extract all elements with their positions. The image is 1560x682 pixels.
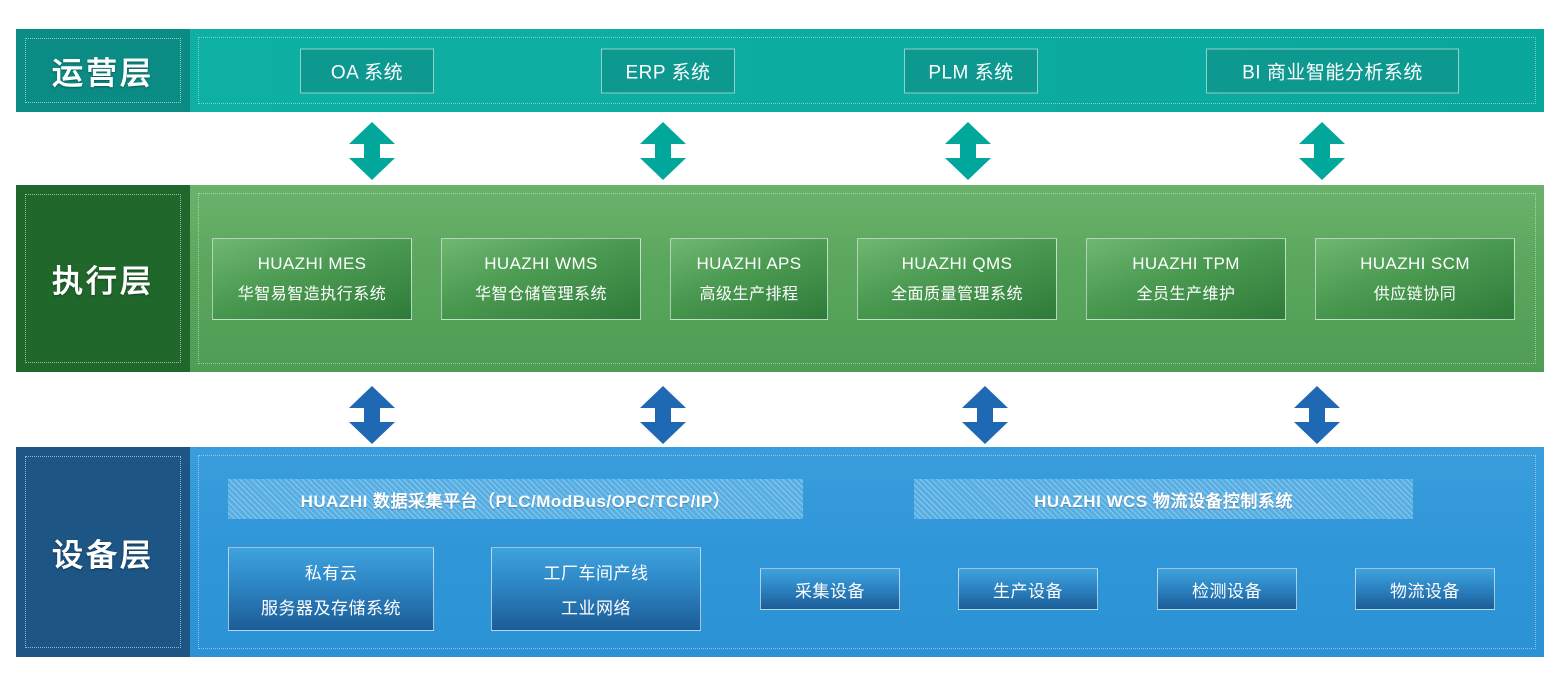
operations-system-box[interactable]: OA 系统 xyxy=(300,48,434,93)
upper-connector-arrow-icon xyxy=(1299,122,1345,180)
execution-module-box[interactable]: HUAZHI QMS 全面质量管理系统 xyxy=(857,237,1057,320)
device-platform-banner[interactable]: HUAZHI WCS 物流设备控制系统 xyxy=(914,479,1413,519)
device-equipment-label: 采集设备 xyxy=(795,581,865,601)
device-platform-banner[interactable]: HUAZHI 数据采集平台（PLC/ModBus/OPC/TCP/IP） xyxy=(228,479,803,519)
device-equipment-box[interactable]: 工厂车间产线工业网络 xyxy=(491,547,701,631)
execution-module-name-en: HUAZHI MES xyxy=(257,253,367,273)
operations-system-label: OA 系统 xyxy=(330,62,404,83)
execution-module-box[interactable]: HUAZHI MES 华智易智造执行系统 xyxy=(212,237,412,320)
operations-system-label: ERP 系统 xyxy=(625,62,711,83)
execution-module-name-cn: 高级生产排程 xyxy=(699,285,799,303)
upper-connector-arrow-icon xyxy=(349,122,395,180)
operations-system-box[interactable]: BI 商业智能分析系统 xyxy=(1206,48,1459,93)
device-layer-title: 设备层 xyxy=(52,537,154,573)
device-layer-body: HUAZHI 数据采集平台（PLC/ModBus/OPC/TCP/IP） HUAZ… xyxy=(190,447,1544,657)
device-platform-banner-label: HUAZHI WCS 物流设备控制系统 xyxy=(1034,491,1293,511)
operations-system-label: BI 商业智能分析系统 xyxy=(1242,62,1423,83)
upper-connector-arrow-icon xyxy=(945,122,991,180)
upper-connector-arrow-icon xyxy=(640,122,686,180)
device-equipment-label: 工厂车间产线 xyxy=(543,564,649,583)
execution-module-box[interactable]: HUAZHI WMS 华智仓储管理系统 xyxy=(441,237,641,320)
operations-layer-header: 运营层 xyxy=(16,29,190,112)
operations-system-box[interactable]: PLM 系统 xyxy=(904,48,1038,93)
device-equipment-box[interactable]: 物流设备 xyxy=(1355,568,1495,610)
device-equipment-box[interactable]: 采集设备 xyxy=(760,568,900,610)
lower-connector-arrow-icon xyxy=(640,386,686,444)
device-equipment-label: 生产设备 xyxy=(993,581,1063,601)
operations-system-box[interactable]: ERP 系统 xyxy=(601,48,735,93)
execution-module-box[interactable]: HUAZHI TPM 全员生产维护 xyxy=(1086,237,1286,320)
device-layer: 设备层 HUAZHI 数据采集平台（PLC/ModBus/OPC/TCP/IP）… xyxy=(16,447,1544,657)
device-equipment-box[interactable]: 生产设备 xyxy=(958,568,1098,610)
execution-module-name-cn: 供应链协同 xyxy=(1373,285,1457,303)
lower-connector-arrow-icon xyxy=(1294,386,1340,444)
device-layer-header: 设备层 xyxy=(16,447,190,657)
device-equipment-box[interactable]: 私有云服务器及存储系统 xyxy=(228,547,434,631)
device-equipment-box[interactable]: 检测设备 xyxy=(1157,568,1297,610)
execution-module-name-cn: 全面质量管理系统 xyxy=(890,285,1023,303)
lower-connector-arrow-icon xyxy=(962,386,1008,444)
execution-module-box[interactable]: HUAZHI APS 高级生产排程 xyxy=(670,237,828,320)
execution-module-name-en: HUAZHI TPM xyxy=(1132,253,1240,273)
execution-module-name-cn: 华智易智造执行系统 xyxy=(237,285,387,303)
operations-layer-title: 运营层 xyxy=(52,56,154,91)
operations-layer-body: OA 系统 ERP 系统 PLM 系统 BI 商业智能分析系统 xyxy=(190,29,1544,112)
execution-layer: 执行层 HUAZHI MES 华智易智造执行系统 HUAZHI WMS 华智仓储管理系… xyxy=(16,185,1544,372)
device-equipment-label: 工业网络 xyxy=(561,599,631,618)
execution-module-name-en: HUAZHI WMS xyxy=(484,253,598,273)
lower-connector-arrow-icon xyxy=(349,386,395,444)
device-equipment-label: 服务器及存储系统 xyxy=(261,599,401,618)
device-equipment-label: 检测设备 xyxy=(1192,581,1262,601)
execution-module-name-cn: 全员生产维护 xyxy=(1136,285,1236,303)
execution-layer-header: 执行层 xyxy=(16,185,190,372)
device-equipment-label: 物流设备 xyxy=(1390,581,1460,601)
execution-module-name-en: HUAZHI SCM xyxy=(1360,253,1470,273)
device-equipment-label: 私有云 xyxy=(304,564,358,583)
device-platform-banner-label: HUAZHI 数据采集平台（PLC/ModBus/OPC/TCP/IP） xyxy=(300,491,731,511)
execution-module-name-en: HUAZHI QMS xyxy=(901,253,1013,273)
execution-module-box[interactable]: HUAZHI SCM 供应链协同 xyxy=(1315,237,1515,320)
operations-system-label: PLM 系统 xyxy=(928,62,1014,83)
execution-module-name-cn: 华智仓储管理系统 xyxy=(474,285,607,303)
execution-layer-title: 执行层 xyxy=(52,264,154,299)
execution-module-name-en: HUAZHI APS xyxy=(696,253,802,273)
operations-layer: 运营层 OA 系统 ERP 系统 PLM 系统 BI 商业智能分析系统 xyxy=(16,29,1544,112)
